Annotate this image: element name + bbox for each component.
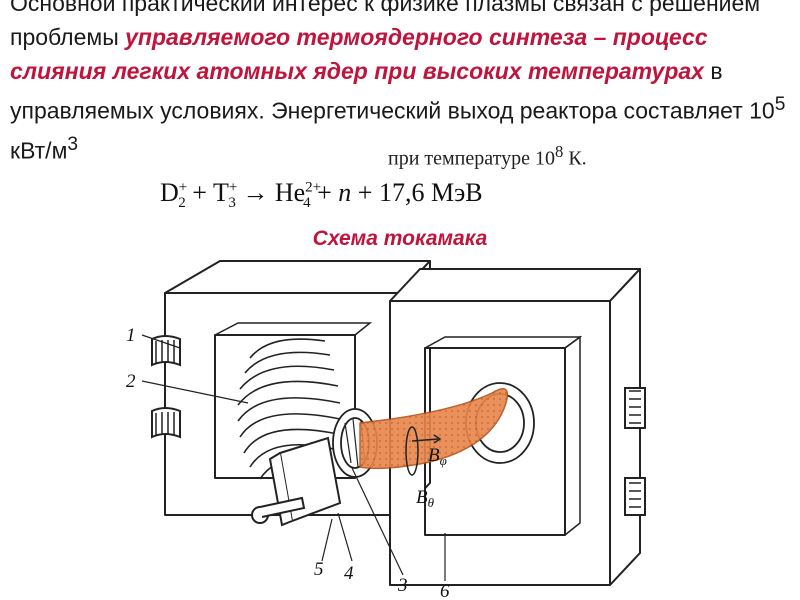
figure-label-2: 2: [126, 371, 136, 392]
b-theta-label: Bθ: [416, 487, 435, 510]
figure-label-4: 4: [344, 563, 354, 584]
intro-paragraph: Основной практический интерес к физике п…: [10, 0, 790, 167]
temperature-note: при температуре 108 К.: [388, 142, 587, 171]
tokamak-diagram: Bφ Bθ 1 2 3 4 5 6: [126, 260, 646, 598]
plus-sign: +: [317, 178, 332, 207]
neutron: n: [338, 178, 352, 207]
energy-release: 17,6 МэВ: [378, 178, 483, 207]
coil-right-upper: [624, 387, 646, 429]
power-exponent: 5: [774, 94, 786, 115]
figure-label-5: 5: [314, 559, 324, 580]
intro-text: Основной практический интерес к физике п…: [10, 0, 761, 50]
temperature-unit: К.: [563, 147, 587, 170]
power-unit: кВт/м: [10, 137, 68, 164]
left-yoke: [164, 260, 431, 294]
figure-label-6: 6: [440, 581, 450, 598]
temperature-text: при температуре 10: [388, 147, 555, 170]
figure-caption: Схема токамака: [312, 227, 488, 250]
figure-label-1: 1: [126, 325, 136, 346]
coil-left-lower: [151, 407, 181, 439]
plus-sign: +: [192, 178, 207, 207]
arrow: →: [242, 178, 269, 207]
coil-right-lower: [624, 477, 646, 516]
highlighted-definition: управляемого термоядерного синтеза – про…: [10, 24, 708, 84]
deuterium: D+2: [160, 178, 188, 212]
plus-sign: +: [357, 178, 373, 207]
power-unit-exponent: 3: [67, 133, 79, 155]
figure-label-3: 3: [397, 575, 408, 596]
intro-text-continued: в управляемых условиях. Энергетический в…: [10, 58, 775, 124]
fusion-equation: D+2 + T+3 → He2+4 + n + 17,6 МэВ: [160, 178, 483, 212]
b-phi-label: Bφ: [428, 445, 447, 468]
coil-left-upper: [151, 335, 181, 367]
tritium: T+3: [212, 178, 238, 212]
temperature-exponent: 8: [554, 142, 564, 161]
right-yoke: [389, 268, 641, 302]
helium: He2+4: [274, 178, 322, 212]
